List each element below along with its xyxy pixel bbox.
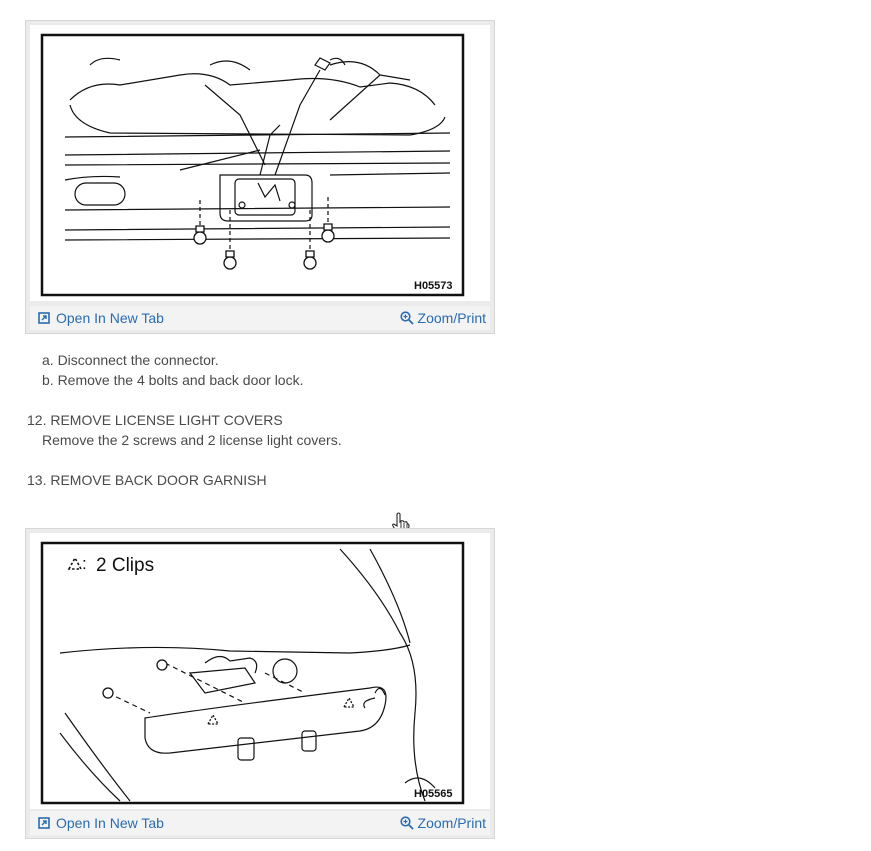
diagram-back-door-garnish[interactable]: : 2 Clips — [30, 533, 490, 809]
figure-toolbar: Open In New Tab Zoom/Print — [30, 811, 490, 835]
zoom-print-link[interactable]: Zoom/Print — [399, 815, 486, 831]
zoom-print-link[interactable]: Zoom/Print — [399, 310, 486, 326]
step-12-title: 12. REMOVE LICENSE LIGHT COVERS — [27, 412, 283, 428]
open-new-tab-icon — [38, 817, 50, 829]
zoom-print-label: Zoom/Print — [417, 815, 486, 831]
open-in-new-tab-label: Open In New Tab — [56, 310, 164, 326]
open-new-tab-icon — [38, 312, 50, 324]
clips-legend-label: 2 Clips — [96, 555, 154, 576]
clip-triangle-icon — [67, 556, 83, 570]
step-12-body: Remove the 2 screws and 2 license light … — [42, 432, 342, 448]
figure-toolbar: Open In New Tab Zoom/Print — [30, 306, 490, 330]
figure-code-label: H05573 — [414, 280, 453, 292]
step-11a-text: a. Disconnect the connector. — [42, 352, 219, 368]
step-13-title: 13. REMOVE BACK DOOR GARNISH — [27, 472, 267, 488]
figure-back-door-garnish: : 2 Clips — [25, 528, 495, 839]
step-11b-text: b. Remove the 4 bolts and back door lock… — [42, 372, 304, 388]
zoom-icon — [399, 311, 414, 325]
open-in-new-tab-label: Open In New Tab — [56, 815, 164, 831]
figure-code-label: H05565 — [414, 788, 453, 800]
diagram-back-door-lock[interactable]: H05573 — [30, 25, 490, 301]
svg-text::: : — [82, 554, 87, 573]
zoom-print-label: Zoom/Print — [417, 310, 486, 326]
open-in-new-tab-link[interactable]: Open In New Tab — [38, 815, 164, 831]
zoom-icon — [399, 816, 414, 830]
open-in-new-tab-link[interactable]: Open In New Tab — [38, 310, 164, 326]
figure-back-door-lock: H05573 Open In New Tab Zoom/Print — [25, 20, 495, 334]
